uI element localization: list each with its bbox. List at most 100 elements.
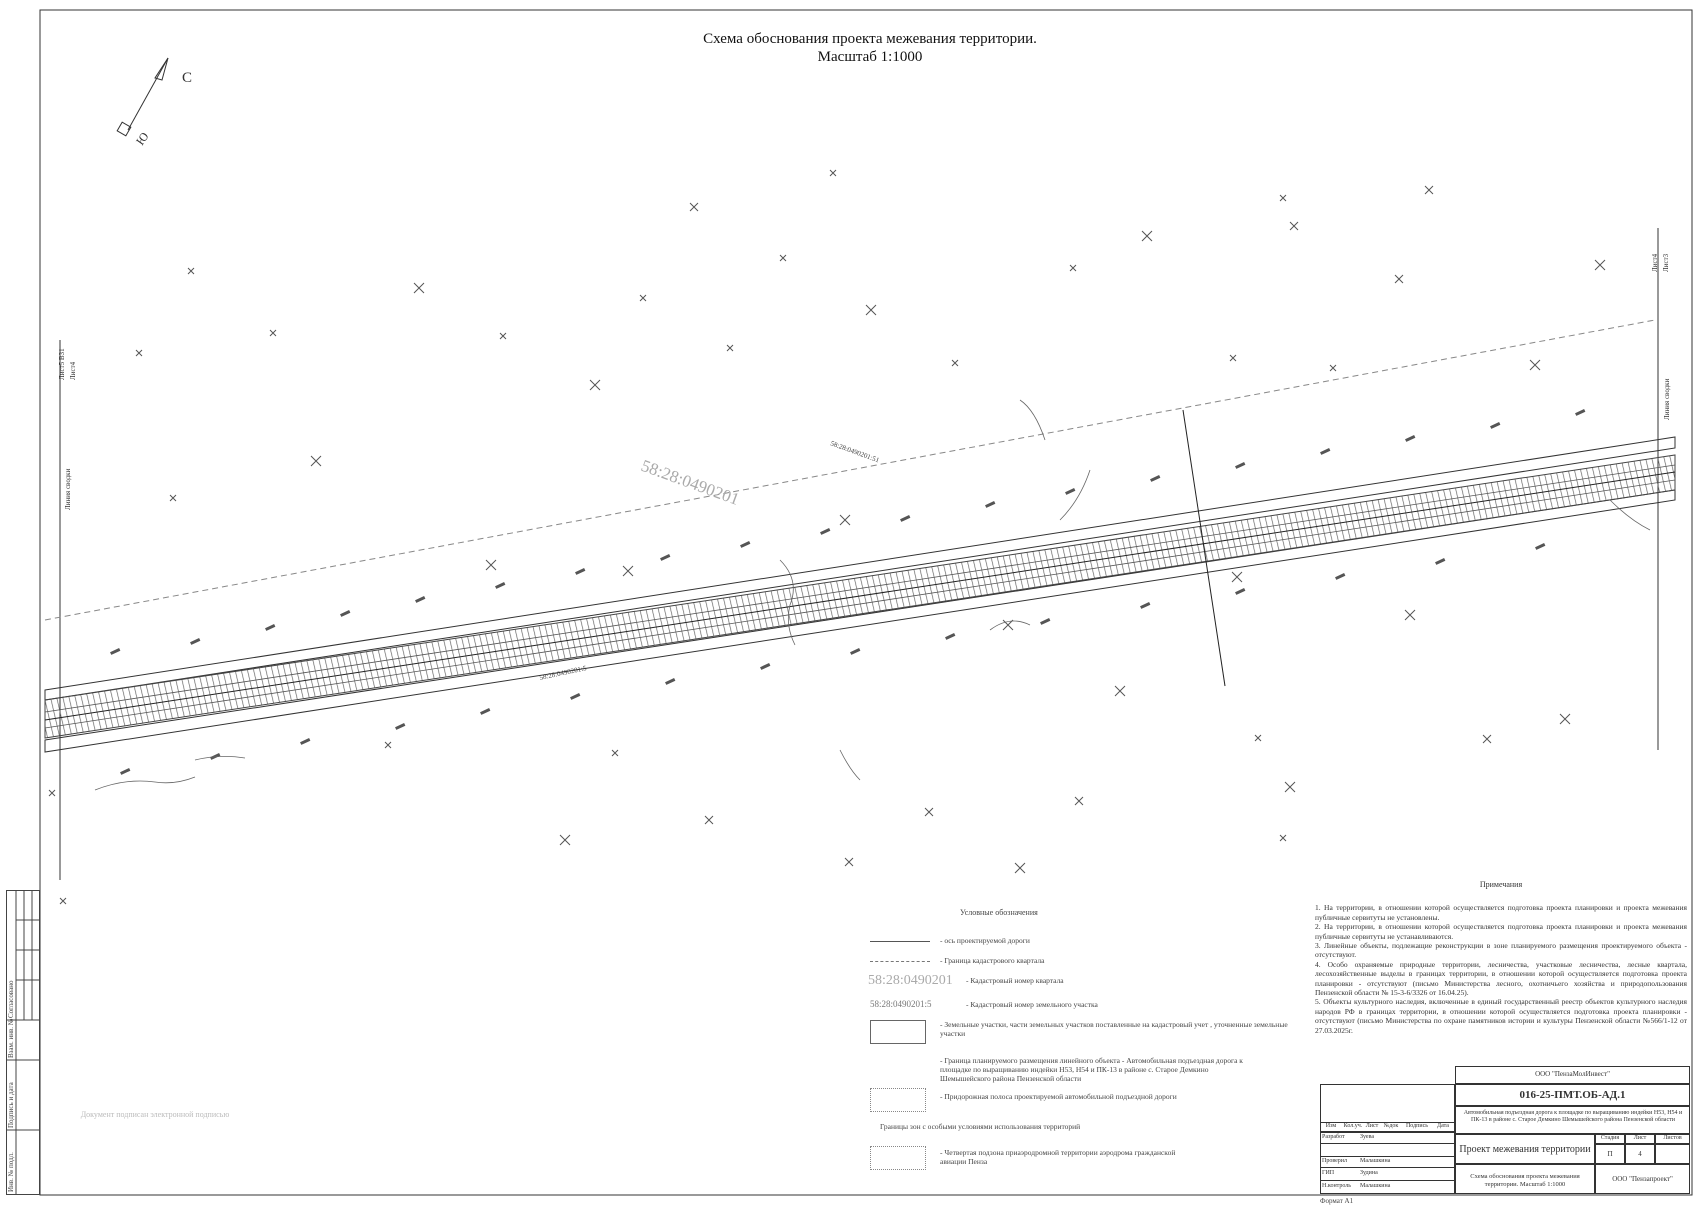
legend-sample-aerodrome-zone [870,1146,926,1170]
stamp-org-cell: ООО "ПензаМолИнвест" [1455,1066,1690,1084]
legend-sample-roadside-strip [870,1088,926,1112]
stamp-org2: ООО "Пензапроект" [1612,1175,1673,1183]
sheet-format: Формат А1 [1320,1197,1354,1205]
legend-zones-title-text: Границы зон с особыми условиями использо… [880,1122,1081,1131]
notes: Примечания 1. На территории, в отношении… [1315,880,1687,1035]
placement-boundary-south [44,489,1676,753]
e-signature-watermark: Документ подписан электронной подписью [80,1110,230,1119]
south-label: Ю [133,130,152,148]
legend-text: - ось проектируемой дороги [940,936,1030,945]
stamp-stage-head: Стадия [1595,1134,1625,1144]
legend-text: - Четвертая подзона приаэродромной терри… [940,1148,1176,1166]
legend-sample-parcel-code: 58:28:0490201:5 [870,999,932,1009]
stamp-project: Проект межевания территории [1459,1144,1591,1155]
note-item: 1. На территории, в отношении которой ос… [1315,903,1687,922]
stamp-col-headers [1320,1122,1455,1132]
drawing-scale: Масштаб 1:1000 [817,49,923,65]
stamp-name-gip: Зудина [1360,1170,1378,1176]
stamp-sheet-head: Лист [1625,1134,1655,1144]
legend-sample-quarter-boundary [870,961,930,962]
match-line-right-label: Линия сводки [1663,378,1671,420]
sheet-frame [39,9,1693,1196]
stamp-stage-cell: П [1595,1144,1625,1164]
sheet-ref-left-a: Лист5 ВЗ1 [58,348,66,380]
stamp-sheet-cell: 4 [1625,1144,1655,1164]
legend-text: - Кадастровый номер квартала [966,976,1064,985]
stamp-col-ndok: №док [1383,1123,1399,1129]
side-approval-block: Согласовано Инв. № подл. Подпись и дата … [6,890,40,1195]
elevation-marks [110,408,1586,775]
title-block-stamp: ООО "ПензаМолИнвест" 016-25-ПМТ.ОБ-АД.1 … [1320,1066,1690,1194]
road-edge-south [44,479,1676,729]
placement-boundary [44,436,1676,701]
legend-text: - Граница кадастрового квартала [940,956,1045,965]
stamp-sheet-title: Схема обоснования проекта межевания терр… [1470,1173,1580,1188]
stamp-col-koluch: Кол.уч. [1343,1123,1363,1129]
stamp-project-cell: Проект межевания территории [1455,1134,1595,1164]
notes-title: Примечания [1479,880,1523,889]
stamp-org2-cell: ООО "Пензапроект" [1595,1164,1690,1194]
legend-title: Условные обозначения [960,908,1038,917]
side-label-agreed: Согласовано [7,980,15,1018]
stamp-row-nkontr [1320,1180,1455,1194]
terrain-lines [94,399,1651,791]
stamp-role-proveril: Проверил [1322,1158,1347,1164]
stamp-name-nkontr: Малашкина [1360,1183,1391,1189]
stamp-sheets-head: Листов [1655,1134,1690,1144]
stamp-name-proveril: Малашкина [1360,1158,1391,1164]
stamp-object-cell: Автомобильная подъездная дорога к площад… [1455,1106,1690,1134]
drawing-title-block: Схема обоснования проекта межевания терр… [600,30,1140,66]
north-label: С [182,70,192,86]
sheet-ref-right-b: Лист3 [1662,253,1670,272]
legend-text: - Кадастровый номер земельного участка [966,1000,1098,1009]
parcel-code-label-1: 58:28:0490201:51 [829,439,880,464]
legend-text: - Граница планируемого размещения линейн… [940,1056,1243,1083]
legend-sample-quarter-code: 58:28:0490201 [868,973,953,988]
note-item: 3. Линейные объекты, подлежащие реконстр… [1315,941,1687,960]
match-line-left-label: Линия сводки [64,468,72,510]
stamp-stage-head-text: Стадия [1600,1135,1620,1141]
drawing-title: Схема обоснования проекта межевания терр… [703,31,1037,47]
stamp-org: ООО "ПензаМолИнвест" [1535,1070,1610,1078]
stamp-sheets-head-text: Листов [1663,1135,1682,1141]
side-label-vzam: Взам. инв. № [7,1018,15,1058]
note-item: 4. Особо охраняемые природные территории… [1315,959,1687,998]
stamp-code-cell: 016-25-ПМТ.ОБ-АД.1 [1455,1084,1690,1106]
sheet-ref-left-b: Лист4 [69,361,77,380]
sheet-ref-right-a: Лист4 [1651,253,1659,272]
stamp-row-razrab [1320,1132,1455,1144]
quarter-code-label: 58:28:0490201 [639,456,742,509]
stamp-role-nkontr: Н.контроль [1322,1183,1352,1189]
stamp-sheet: 4 [1638,1150,1642,1158]
stamp-code: 016-25-ПМТ.ОБ-АД.1 [1519,1089,1626,1101]
stamp-row-proveril [1320,1156,1455,1168]
legend-text: - Придорожная полоса проектируемой автом… [940,1092,1177,1101]
quarter-boundary [44,319,1656,621]
stamp-role-gip: ГИП [1322,1170,1335,1176]
stamp-sheets-cell [1655,1144,1690,1164]
stamp-col-data: Дата [1437,1123,1449,1129]
legend-sample-road-axis [870,941,930,942]
stamp-col-izm: Изм [1325,1123,1337,1129]
survey-marks [48,169,1606,905]
road-edge-north [44,464,1676,713]
stamp-sheet-head-text: Лист [1633,1135,1647,1141]
side-label-inv-podl: Инв. № подл. [7,1152,15,1192]
stamp-col-list: Лист [1365,1123,1379,1129]
stamp-sheet-title-cell: Схема обоснования проекта межевания терр… [1455,1164,1595,1194]
side-block-lines [6,890,40,1195]
stamp-name-razrab: Зуева [1360,1134,1375,1140]
note-item: 5. Объекты культурного наследия, включен… [1315,997,1687,1035]
side-label-podp-data: Подпись и дата [7,1082,15,1128]
stamp-col-podp: Подпись [1405,1123,1429,1129]
note-item: 2. На территории, в отношении которой ос… [1315,922,1687,941]
stamp-object: Автомобильная подъездная дорога к площад… [1463,1110,1683,1123]
legend-sample-parcels [870,1020,926,1044]
parcel-code-label-2: 58:28:0490201:5 [539,664,588,682]
legend-text: - Земельные участки, части земельных уча… [940,1020,1288,1038]
road-axis [44,471,1676,721]
stamp-role-razrab: Разработ [1322,1134,1345,1140]
cross-section-line [1182,409,1226,687]
stamp-stage: П [1607,1150,1613,1158]
